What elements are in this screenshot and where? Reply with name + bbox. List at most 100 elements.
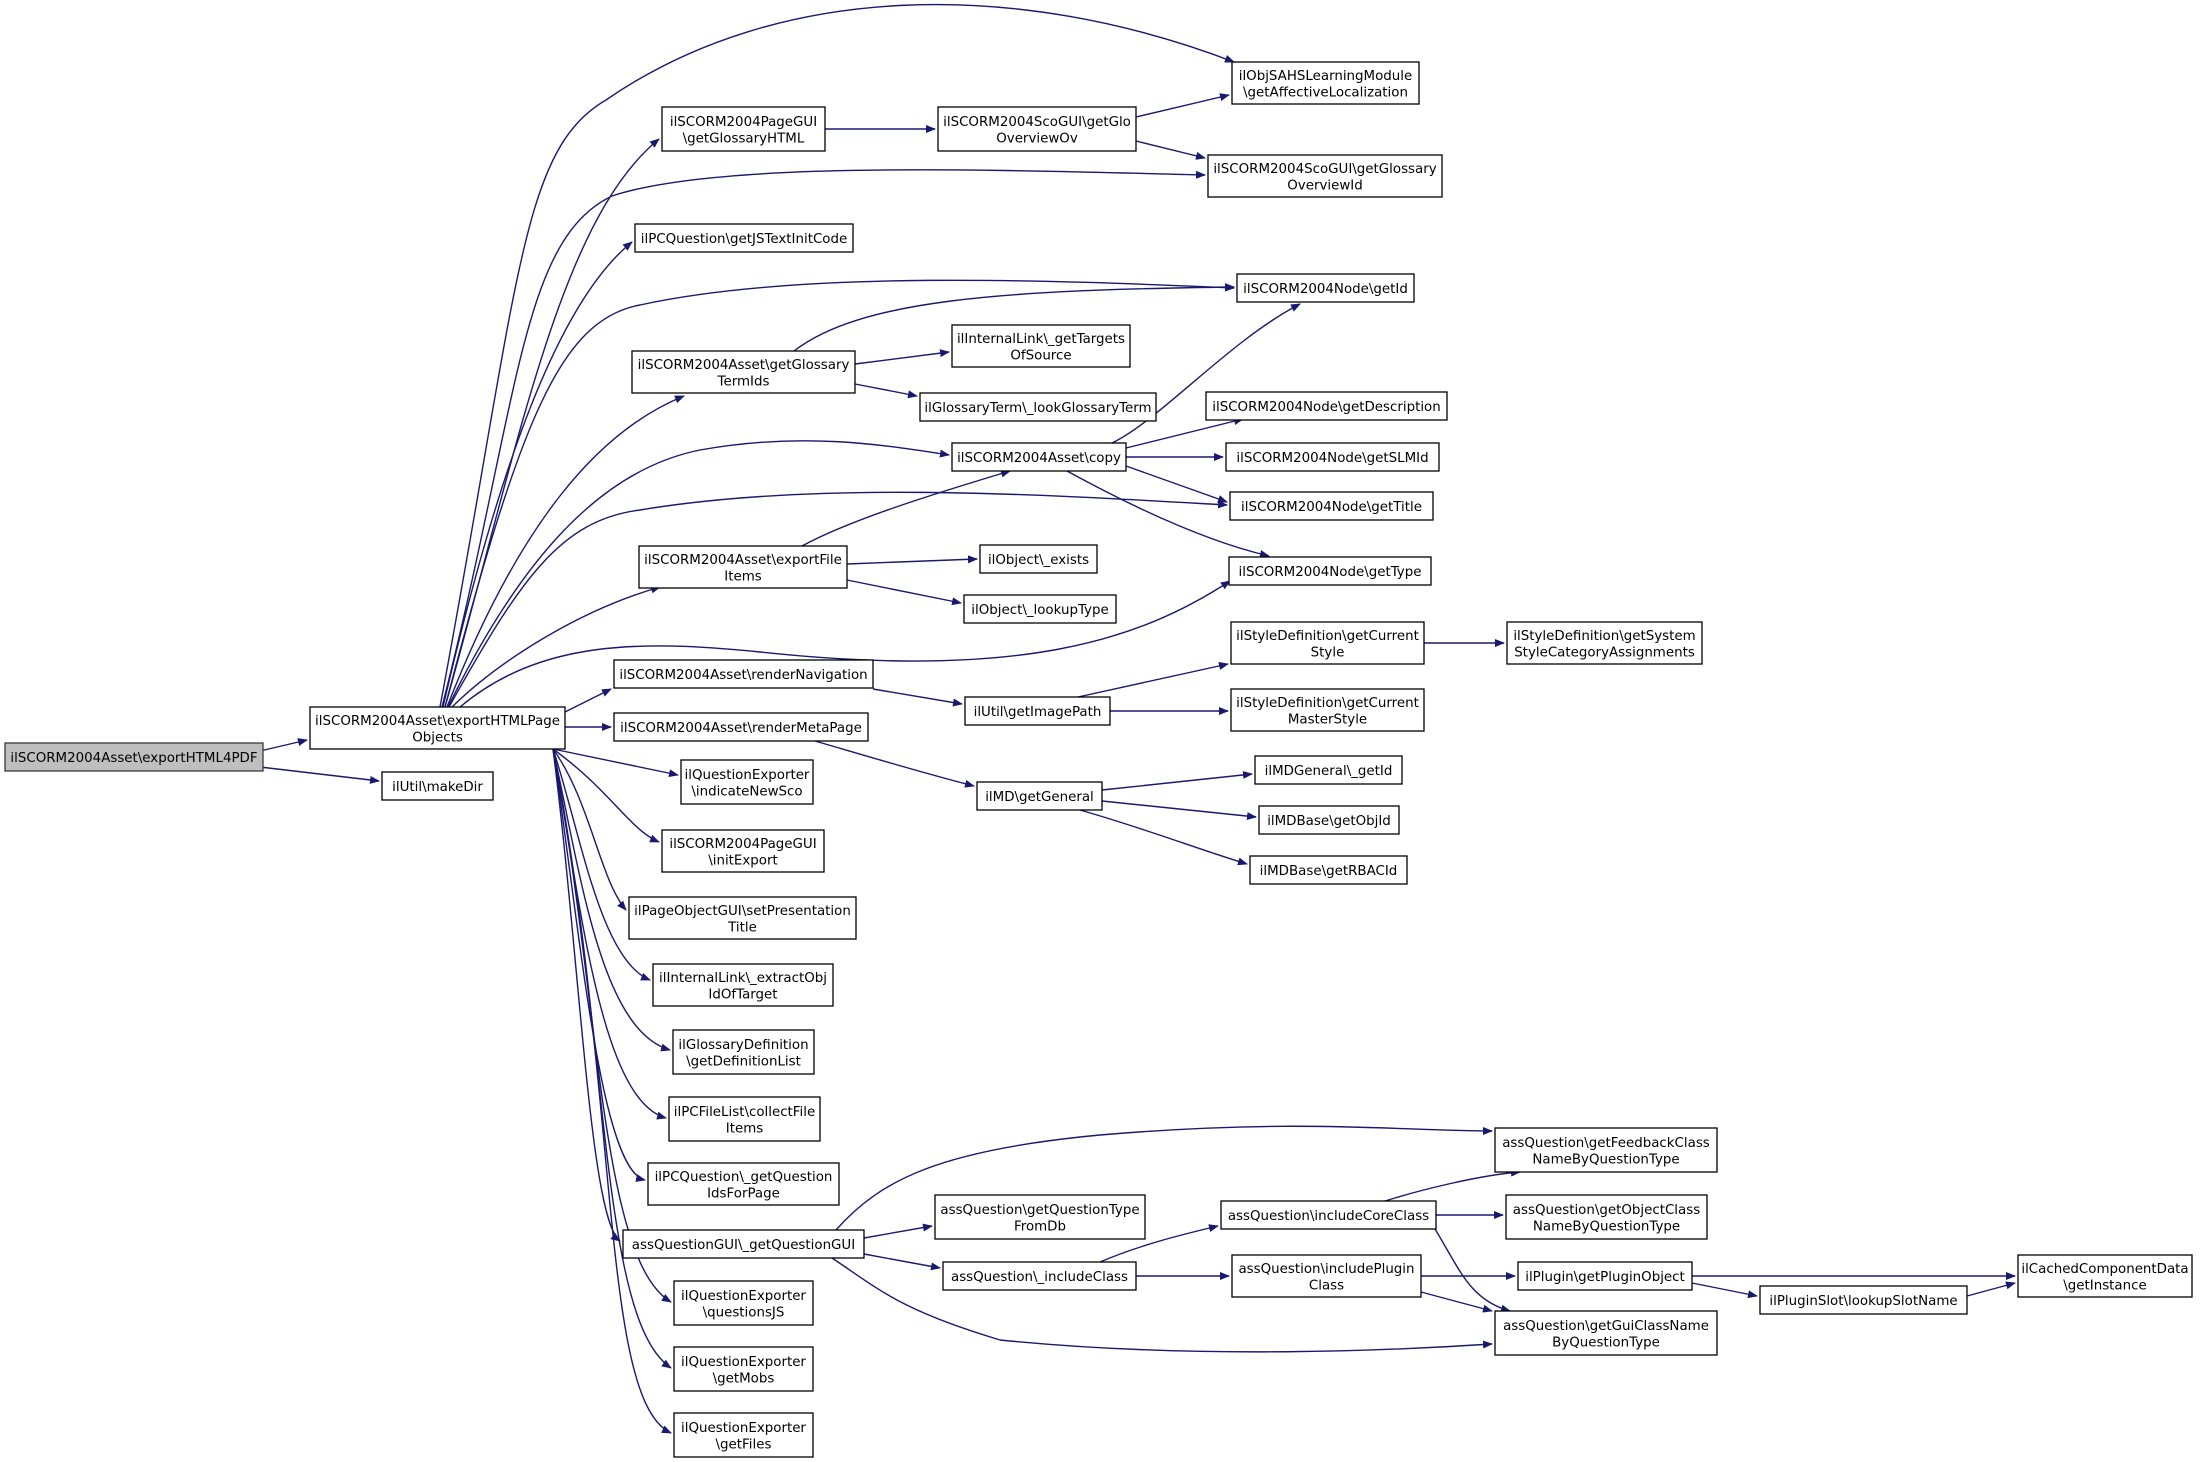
node-cached[interactable]: ilCachedComponentData\getInstance bbox=[2017, 1254, 2193, 1298]
node-root[interactable]: ilSCORM2004Asset\exportHTML4PDF bbox=[4, 742, 264, 772]
node-initExport[interactable]: ilSCORM2004PageGUI\initExport bbox=[661, 829, 825, 873]
node-box bbox=[381, 771, 494, 801]
node-box bbox=[673, 1412, 814, 1458]
node-affLoc[interactable]: ilObjSAHSLearningModule\getAffectiveLoca… bbox=[1231, 61, 1420, 105]
node-box bbox=[613, 659, 874, 689]
node-nodeDesc[interactable]: ilSCORM2004Node\getDescription bbox=[1205, 391, 1448, 421]
node-slmId[interactable]: ilSCORM2004Node\getSLMId bbox=[1225, 442, 1440, 472]
node-label-line: assQuestion\getGuiClassName bbox=[1503, 1319, 1709, 1334]
node-exists[interactable]: ilObject\_exists bbox=[979, 544, 1098, 574]
node-lookupType[interactable]: ilObject\_lookupType bbox=[963, 594, 1117, 624]
node-files[interactable]: ilQuestionExporter\getFiles bbox=[673, 1412, 814, 1458]
node-label-line: TermIds bbox=[717, 374, 770, 389]
node-label-line: ilQuestionExporter bbox=[681, 1289, 806, 1304]
node-label-line: ilInternalLink\_getTargets bbox=[957, 332, 1125, 347]
node-label-line: ilQuestionExporter bbox=[681, 1355, 806, 1370]
node-slotName[interactable]: ilPluginSlot\lookupSlotName bbox=[1759, 1285, 1968, 1315]
node-mdObjId[interactable]: ilMDBase\getObjId bbox=[1258, 805, 1400, 835]
node-box bbox=[4, 742, 264, 772]
node-box bbox=[1236, 273, 1415, 303]
node-label-line: ilSCORM2004Asset\exportFile bbox=[644, 553, 842, 568]
node-label-line: \getDefinitionList bbox=[686, 1054, 801, 1069]
node-copy[interactable]: ilSCORM2004Asset\copy bbox=[951, 442, 1127, 472]
node-label-line: ilCachedComponentData bbox=[2021, 1262, 2188, 1277]
node-rbac[interactable]: ilMDBase\getRBACId bbox=[1249, 855, 1408, 885]
node-renderMeta[interactable]: ilSCORM2004Asset\renderMetaPage bbox=[613, 712, 869, 742]
node-label-line: Class bbox=[1309, 1278, 1344, 1293]
node-renderNav[interactable]: ilSCORM2004Asset\renderNavigation bbox=[613, 659, 874, 689]
edge-ehpo-to-renderNav bbox=[564, 688, 612, 713]
node-inclClass[interactable]: assQuestion\_includeClass bbox=[942, 1261, 1137, 1291]
node-nodeId[interactable]: ilSCORM2004Node\getId bbox=[1236, 273, 1415, 303]
node-box bbox=[309, 706, 566, 750]
node-box bbox=[1505, 1194, 1708, 1240]
node-box bbox=[638, 545, 848, 589]
node-label-line: Title bbox=[727, 920, 757, 935]
node-label-line: assQuestion\includeCoreClass bbox=[1228, 1209, 1429, 1224]
node-box bbox=[673, 1346, 814, 1392]
node-label-line: OverviewOv bbox=[996, 131, 1078, 146]
node-plugObj[interactable]: ilPlugin\getPluginObject bbox=[1517, 1261, 1693, 1291]
node-pcqInit[interactable]: ilPCQuestion\getJSTextInitCode bbox=[634, 223, 854, 253]
edge-ehpo-to-files bbox=[552, 748, 672, 1434]
node-label-line: ilSCORM2004PageGUI bbox=[669, 837, 816, 852]
node-qJs[interactable]: ilQuestionExporter\questionsJS bbox=[673, 1280, 814, 1326]
node-box bbox=[976, 781, 1103, 811]
node-lookGloss[interactable]: ilGlossaryTerm\_lookGlossaryTerm bbox=[919, 392, 1157, 422]
node-box bbox=[934, 1194, 1146, 1240]
node-label-line: ilMDGeneral\_getId bbox=[1265, 764, 1393, 779]
node-box bbox=[964, 696, 1111, 726]
node-mobs[interactable]: ilQuestionExporter\getMobs bbox=[673, 1346, 814, 1392]
node-feedback[interactable]: assQuestion\getFeedbackClassNameByQuesti… bbox=[1494, 1127, 1718, 1173]
node-defList[interactable]: ilGlossaryDefinition\getDefinitionList bbox=[672, 1029, 815, 1075]
node-label-line: ilSCORM2004Asset\copy bbox=[957, 451, 1121, 466]
node-pgGloss[interactable]: ilSCORM2004PageGUI\getGlossaryHTML bbox=[661, 106, 826, 152]
node-label-line: assQuestion\getFeedbackClass bbox=[1502, 1136, 1710, 1151]
node-qGui[interactable]: assQuestionGUI\_getQuestionGUI bbox=[622, 1229, 865, 1259]
node-label-line: ilQuestionExporter bbox=[685, 768, 810, 783]
edge-slotName-to-cached bbox=[1966, 1281, 2016, 1297]
node-imgPath[interactable]: ilUtil\getImagePath bbox=[964, 696, 1111, 726]
node-box bbox=[1230, 621, 1425, 665]
node-type[interactable]: ilSCORM2004Node\getType bbox=[1228, 556, 1432, 586]
edge-inclClass-to-inclCore bbox=[1099, 1224, 1219, 1263]
node-objClass[interactable]: assQuestion\getObjectClassNameByQuestion… bbox=[1505, 1194, 1708, 1240]
node-sysStyle[interactable]: ilStyleDefinition\getSystemStyleCategory… bbox=[1506, 621, 1703, 665]
node-mdGeneral[interactable]: ilMD\getGeneral bbox=[976, 781, 1103, 811]
node-box bbox=[1231, 1254, 1422, 1298]
node-label-line: \initExport bbox=[708, 853, 778, 868]
node-label-line: NameByQuestionType bbox=[1533, 1219, 1680, 1234]
edge-mdGeneral-to-mdObjId bbox=[1101, 800, 1257, 821]
edge-ehpo-to-initExport bbox=[552, 748, 660, 843]
edge-glossTerm-to-ilTargets bbox=[854, 349, 950, 365]
edge-ehpo-to-title bbox=[448, 491, 1228, 708]
node-title[interactable]: ilSCORM2004Node\getTitle bbox=[1229, 491, 1434, 521]
node-label-line: MasterStyle bbox=[1288, 712, 1367, 727]
node-label-line: \getInstance bbox=[2063, 1278, 2146, 1293]
node-box bbox=[673, 1280, 814, 1326]
edge-qGui-to-feedback bbox=[835, 1125, 1493, 1231]
node-newSco[interactable]: ilQuestionExporter\indicateNewSco bbox=[680, 759, 814, 805]
edge-expFile-to-exists bbox=[846, 555, 978, 565]
node-guiClass[interactable]: assQuestion\getGuiClassNameByQuestionTyp… bbox=[1494, 1310, 1718, 1356]
node-mdGenId[interactable]: ilMDGeneral\_getId bbox=[1254, 755, 1403, 785]
node-box bbox=[622, 1229, 865, 1259]
node-box bbox=[661, 829, 825, 873]
edge-ehpo-to-mobs bbox=[552, 748, 672, 1369]
node-inclCore[interactable]: assQuestion\includeCoreClass bbox=[1220, 1200, 1437, 1230]
node-mkdir[interactable]: ilUtil\makeDir bbox=[381, 771, 494, 801]
